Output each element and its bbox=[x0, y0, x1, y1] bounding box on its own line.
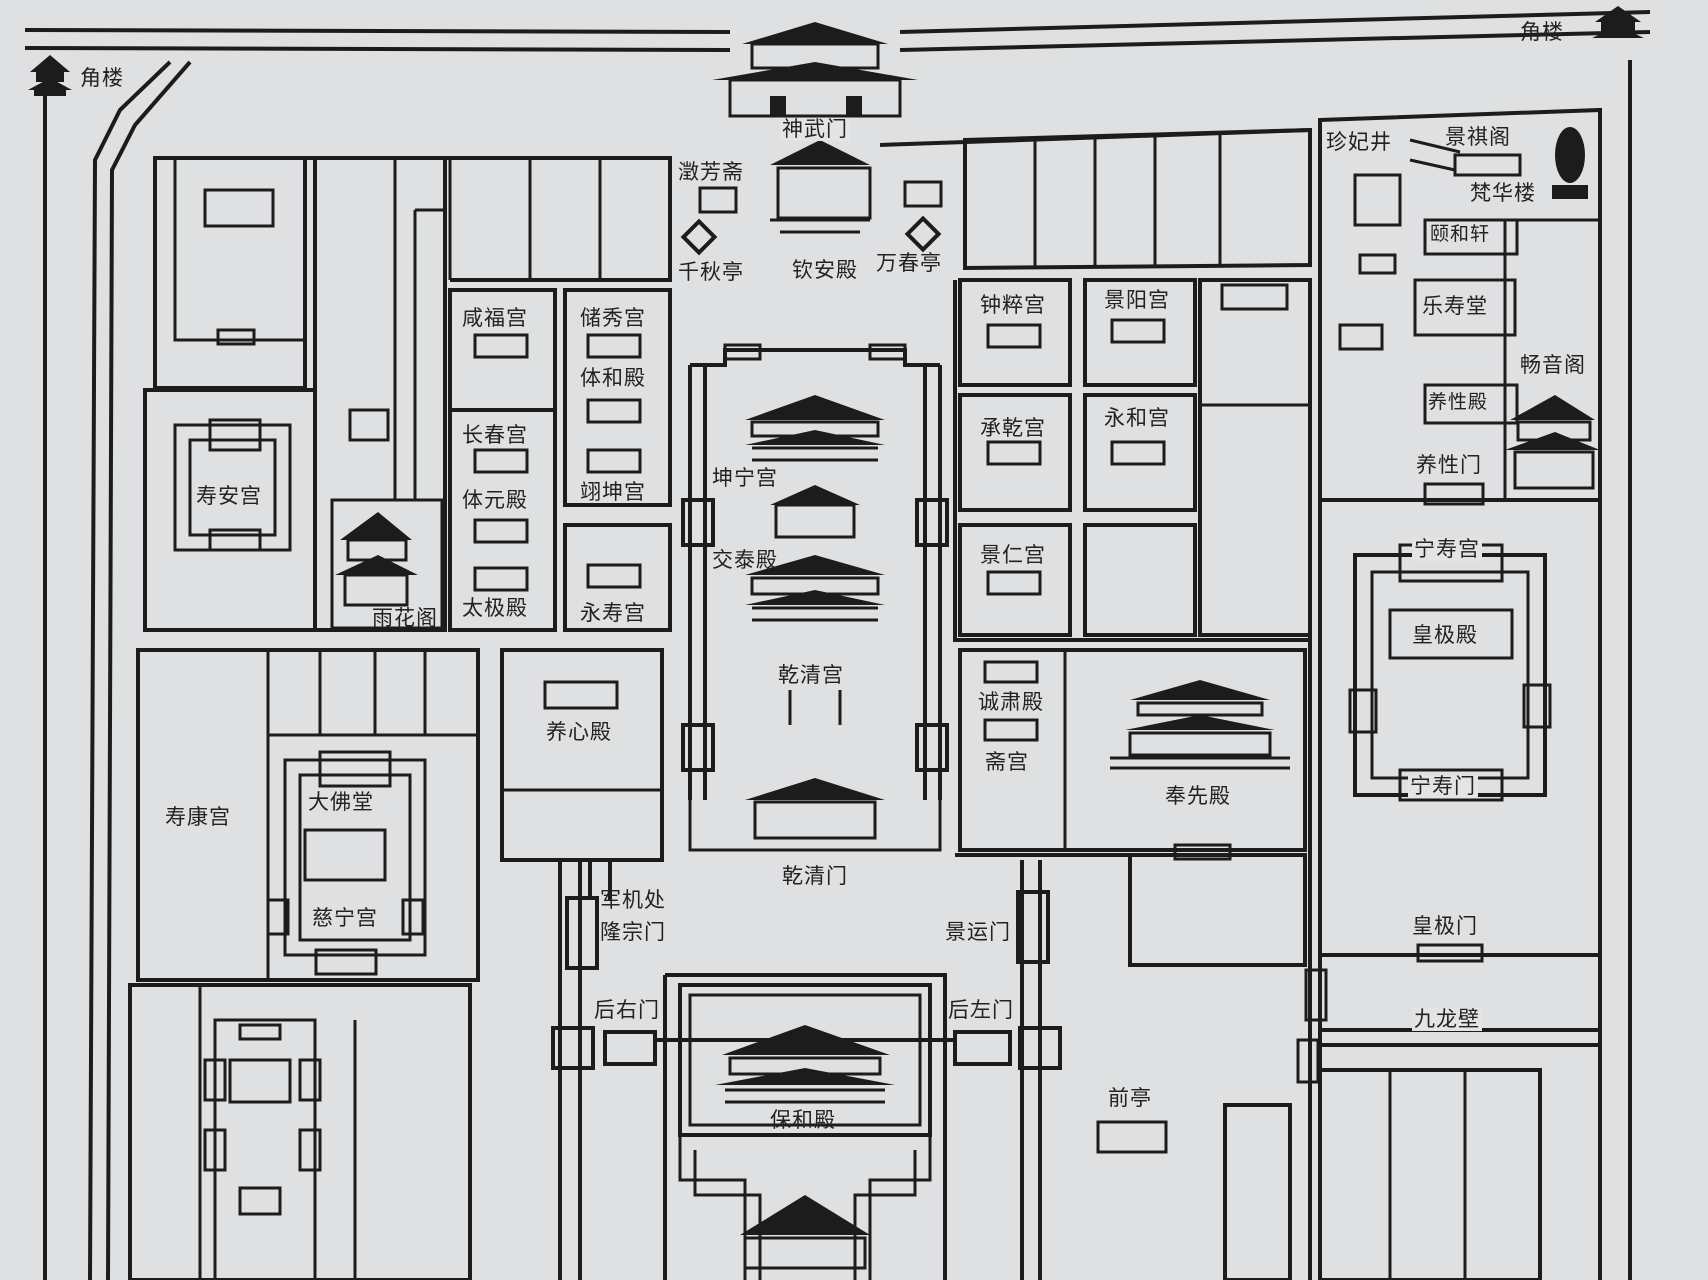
label-yangxing-hall: 养性殿 bbox=[1428, 391, 1489, 413]
qianqing-terrace bbox=[788, 690, 842, 725]
label-corner-tower-right: 角楼 bbox=[1520, 20, 1564, 44]
label-grand-council: 军机处 bbox=[600, 888, 666, 912]
label-jiaotai-hall: 交泰殿 bbox=[712, 548, 778, 572]
east-six-palaces bbox=[953, 278, 1312, 642]
fengxian-hall-icon bbox=[1110, 680, 1290, 770]
label-ningshou-gate: 宁寿门 bbox=[1408, 774, 1478, 798]
label-yihe-studio: 颐和轩 bbox=[1430, 223, 1491, 245]
kunning-palace-icon bbox=[745, 395, 885, 462]
wanchun-pavilion-icon bbox=[904, 215, 942, 253]
label-yongshou-palace: 永寿宫 bbox=[580, 601, 646, 625]
label-jingren-palace: 景仁宫 bbox=[980, 543, 1046, 567]
label-houyou-gate: 后右门 bbox=[594, 998, 660, 1022]
shoukang-cining-block bbox=[136, 648, 480, 982]
taihe-hall-icon bbox=[740, 1195, 870, 1270]
qianqing-gate-icon bbox=[688, 778, 942, 852]
south-west-block bbox=[128, 983, 472, 1280]
label-taiji-hall: 太极殿 bbox=[462, 596, 528, 620]
yuhua-pavilion-icon bbox=[335, 512, 418, 607]
qianqing-palace-icon bbox=[745, 555, 885, 622]
label-yangxing-gate: 养性门 bbox=[1416, 453, 1482, 477]
fanhua-tower-icon bbox=[1552, 127, 1588, 199]
label-houzuo-gate: 后左门 bbox=[948, 998, 1014, 1022]
label-longzong-gate: 隆宗门 bbox=[600, 920, 666, 944]
label-shenwu-gate: 神武门 bbox=[780, 117, 850, 141]
shenwu-gate-icon bbox=[712, 22, 918, 118]
label-shoukang-palace: 寿康宫 bbox=[165, 805, 231, 829]
north-east-sheds bbox=[963, 127, 1312, 271]
label-chengsu-hall: 诚肃殿 bbox=[978, 690, 1044, 714]
qianqiu-pavilion-icon bbox=[680, 218, 718, 256]
label-zhongcui-palace: 钟粹宫 bbox=[980, 293, 1046, 317]
label-qianqing-gate: 乾清门 bbox=[782, 864, 848, 888]
north-west-sheds bbox=[315, 156, 943, 282]
label-leshou-hall: 乐寿堂 bbox=[1422, 294, 1488, 318]
corner-tower-left-icon bbox=[28, 55, 72, 96]
central-courtyard bbox=[681, 343, 949, 800]
label-corner-tower-left: 角楼 bbox=[80, 66, 124, 90]
changyin-pavilion-icon bbox=[1505, 395, 1600, 490]
label-zhenfei-well: 珍妃井 bbox=[1326, 130, 1392, 154]
label-changchun-palace: 长春宫 bbox=[462, 423, 528, 447]
baohe-hall-icon bbox=[715, 1025, 895, 1104]
label-wanchun-pavilion: 万春亭 bbox=[876, 251, 942, 275]
central-south-corridors bbox=[551, 860, 1062, 1280]
label-fanhua-tower: 梵华楼 bbox=[1470, 181, 1536, 205]
label-huangji-gate: 皇极门 bbox=[1412, 914, 1478, 938]
label-huangji-hall: 皇极殿 bbox=[1412, 623, 1478, 647]
label-tiyuan-hall: 体元殿 bbox=[462, 488, 528, 512]
label-jingyun-gate: 景运门 bbox=[945, 920, 1011, 944]
west-six-palaces bbox=[448, 288, 672, 632]
shouan-palace-block bbox=[143, 156, 317, 632]
label-yangxin-hall: 养心殿 bbox=[546, 720, 612, 744]
qinan-hall-icon bbox=[770, 140, 872, 234]
label-jingfang-studio: 澂芳斋 bbox=[678, 160, 744, 184]
label-chengqian-palace: 承乾宫 bbox=[980, 416, 1046, 440]
label-yuhua-pavilion: 雨花阁 bbox=[372, 606, 438, 630]
label-baohe-hall: 保和殿 bbox=[770, 1108, 836, 1132]
label-xianfu-palace: 咸福宫 bbox=[462, 306, 528, 330]
jiaotai-hall-icon bbox=[770, 485, 860, 539]
label-front-pavilion: 前亭 bbox=[1108, 1086, 1152, 1110]
label-shouan-palace: 寿安宫 bbox=[196, 484, 262, 508]
label-nine-dragon-wall: 九龙壁 bbox=[1412, 1007, 1482, 1031]
label-yikun-palace: 翊坤宫 bbox=[580, 480, 646, 504]
label-chuxiu-palace: 储秀宫 bbox=[580, 306, 646, 330]
label-fengxian-hall: 奉先殿 bbox=[1165, 784, 1231, 808]
label-ningshou-palace: 宁寿宫 bbox=[1412, 537, 1482, 561]
fengxian-hall-block bbox=[955, 280, 1312, 1280]
label-yonghe-palace: 永和宫 bbox=[1104, 406, 1170, 430]
baohe-hall-court bbox=[663, 973, 947, 1280]
label-jingqi-pavilion: 景祺阁 bbox=[1445, 125, 1511, 149]
label-cining-palace: 慈宁宫 bbox=[312, 906, 378, 930]
label-qianqing-palace: 乾清宫 bbox=[778, 663, 844, 687]
label-zhai-palace: 斋宫 bbox=[985, 750, 1029, 774]
ningshou-palace-block bbox=[1296, 498, 1602, 1280]
label-kunning-palace: 坤宁宫 bbox=[712, 466, 778, 490]
label-jingyang-palace: 景阳宫 bbox=[1104, 288, 1170, 312]
label-changyin-pavilion: 畅音阁 bbox=[1520, 353, 1586, 377]
label-qianqiu-pavilion: 千秋亭 bbox=[678, 260, 744, 284]
yangxin-hall-block bbox=[500, 648, 664, 900]
corner-tower-right-icon bbox=[1592, 6, 1644, 38]
label-qinan-hall: 钦安殿 bbox=[792, 258, 858, 282]
west-corridor bbox=[313, 158, 447, 632]
label-dafo-hall: 大佛堂 bbox=[308, 790, 374, 814]
label-tihe-hall: 体和殿 bbox=[580, 366, 646, 390]
